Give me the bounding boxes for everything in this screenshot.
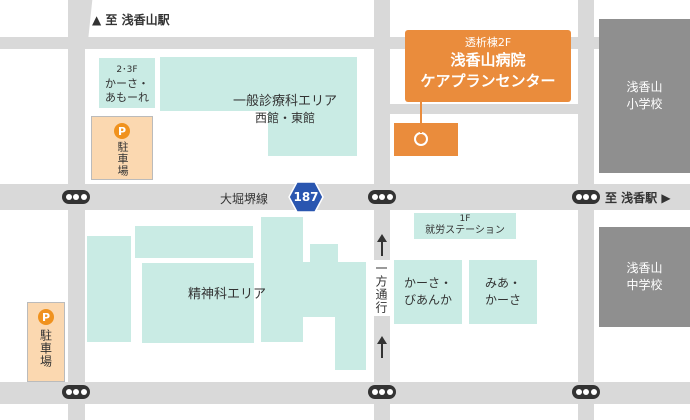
- work-station-floor: 1F: [459, 214, 471, 224]
- kasa-amore-building: [99, 58, 155, 108]
- main-road-label: 大堀堺線: [220, 192, 269, 206]
- kasa-amore-line1: かーさ・: [105, 77, 149, 90]
- parking-label: 駐車場: [38, 329, 53, 368]
- north-direction-label: ▲ 至 浅香山駅: [92, 13, 170, 27]
- one-way-label: 一方通行: [373, 260, 390, 316]
- psych-building-top: [135, 226, 253, 258]
- road-lane-right-upper: [390, 104, 578, 114]
- psych-building-tall: [261, 217, 303, 342]
- mia-kasa-line1: みあ・: [484, 276, 521, 290]
- psych-building-step: [310, 244, 338, 264]
- road-horizontal-top: [0, 37, 690, 49]
- road-vertical-right: [578, 0, 594, 420]
- one-way-arrow-icon: [377, 234, 387, 358]
- general-area-line2: 西館・東館: [254, 111, 315, 125]
- mia-kasa-building: [469, 260, 537, 324]
- elementary-school-line1: 浅香山: [626, 80, 663, 94]
- mia-kasa-line2: かーさ: [484, 293, 521, 307]
- kasa-biyanka-label: かーさ・ びあんか: [394, 275, 462, 309]
- psych-building-bottom: [335, 315, 366, 370]
- destination-name-line1: 浅香山病院: [450, 51, 526, 69]
- mia-kasa-label: みあ・ かーさ: [469, 275, 537, 309]
- traffic-signal-icon: [368, 190, 396, 204]
- kasa-amore-label: 2･3F かーさ・ あもーれ: [99, 63, 155, 105]
- destination-callout: 透析棟2F 浅香山病院 ケアプランセンター: [405, 30, 571, 102]
- work-station-label: 1F 就労ステーション: [414, 213, 516, 237]
- route-number: 187: [293, 190, 319, 204]
- kasa-biyanka-line1: かーさ・: [403, 276, 452, 290]
- traffic-signal-icon: [62, 190, 90, 204]
- general-area-label: 一般診療科エリア 西館・東館: [220, 93, 350, 127]
- psych-building-mid: [300, 262, 366, 317]
- kasa-biyanka-building: [394, 260, 462, 324]
- parking-icon: P: [38, 309, 54, 325]
- parking-lot-south: P 駐車場: [27, 302, 65, 382]
- route-sign: 187: [288, 181, 324, 213]
- junior-high-school: 浅香山 中学校: [599, 227, 690, 327]
- road-vertical-left: [68, 0, 85, 420]
- psych-area-label: 精神科エリア: [188, 287, 267, 302]
- parking-icon: P: [114, 123, 130, 139]
- kasa-amore-line2: あもーれ: [105, 91, 149, 104]
- junior-high-line1: 浅香山: [626, 261, 663, 275]
- general-area-line1: 一般診療科エリア: [232, 94, 337, 109]
- parking-label: 駐車場: [116, 141, 129, 177]
- kasa-biyanka-line2: びあんか: [403, 293, 452, 307]
- general-area-building-wing: [268, 108, 357, 156]
- psych-building-main: [142, 263, 254, 343]
- psych-building-left: [87, 236, 131, 342]
- junior-high-line2: 中学校: [626, 278, 663, 292]
- kasa-amore-floor: 2･3F: [116, 65, 138, 75]
- destination-marker: [414, 132, 428, 146]
- traffic-signal-icon: [572, 190, 600, 204]
- parking-lot-north: P 駐車場: [91, 116, 153, 180]
- road-horizontal-bottom: [0, 382, 690, 404]
- destination-name-line2: ケアプランセンター: [420, 72, 556, 90]
- east-direction-label: 至 浅香駅 ▶: [605, 191, 671, 205]
- elementary-school: 浅香山 小学校: [599, 19, 690, 173]
- callout-pointer-line: [420, 101, 422, 133]
- destination-floor: 透析棟2F: [464, 36, 512, 49]
- work-station-building: [414, 213, 516, 239]
- general-area-building-main: [160, 57, 357, 111]
- traffic-signal-icon: [368, 385, 396, 399]
- route-hexagon-icon: [288, 181, 324, 213]
- traffic-signal-icon: [572, 385, 600, 399]
- traffic-signal-icon: [62, 385, 90, 399]
- work-station-name: 就労ステーション: [425, 225, 505, 236]
- elementary-school-line2: 小学校: [626, 97, 663, 111]
